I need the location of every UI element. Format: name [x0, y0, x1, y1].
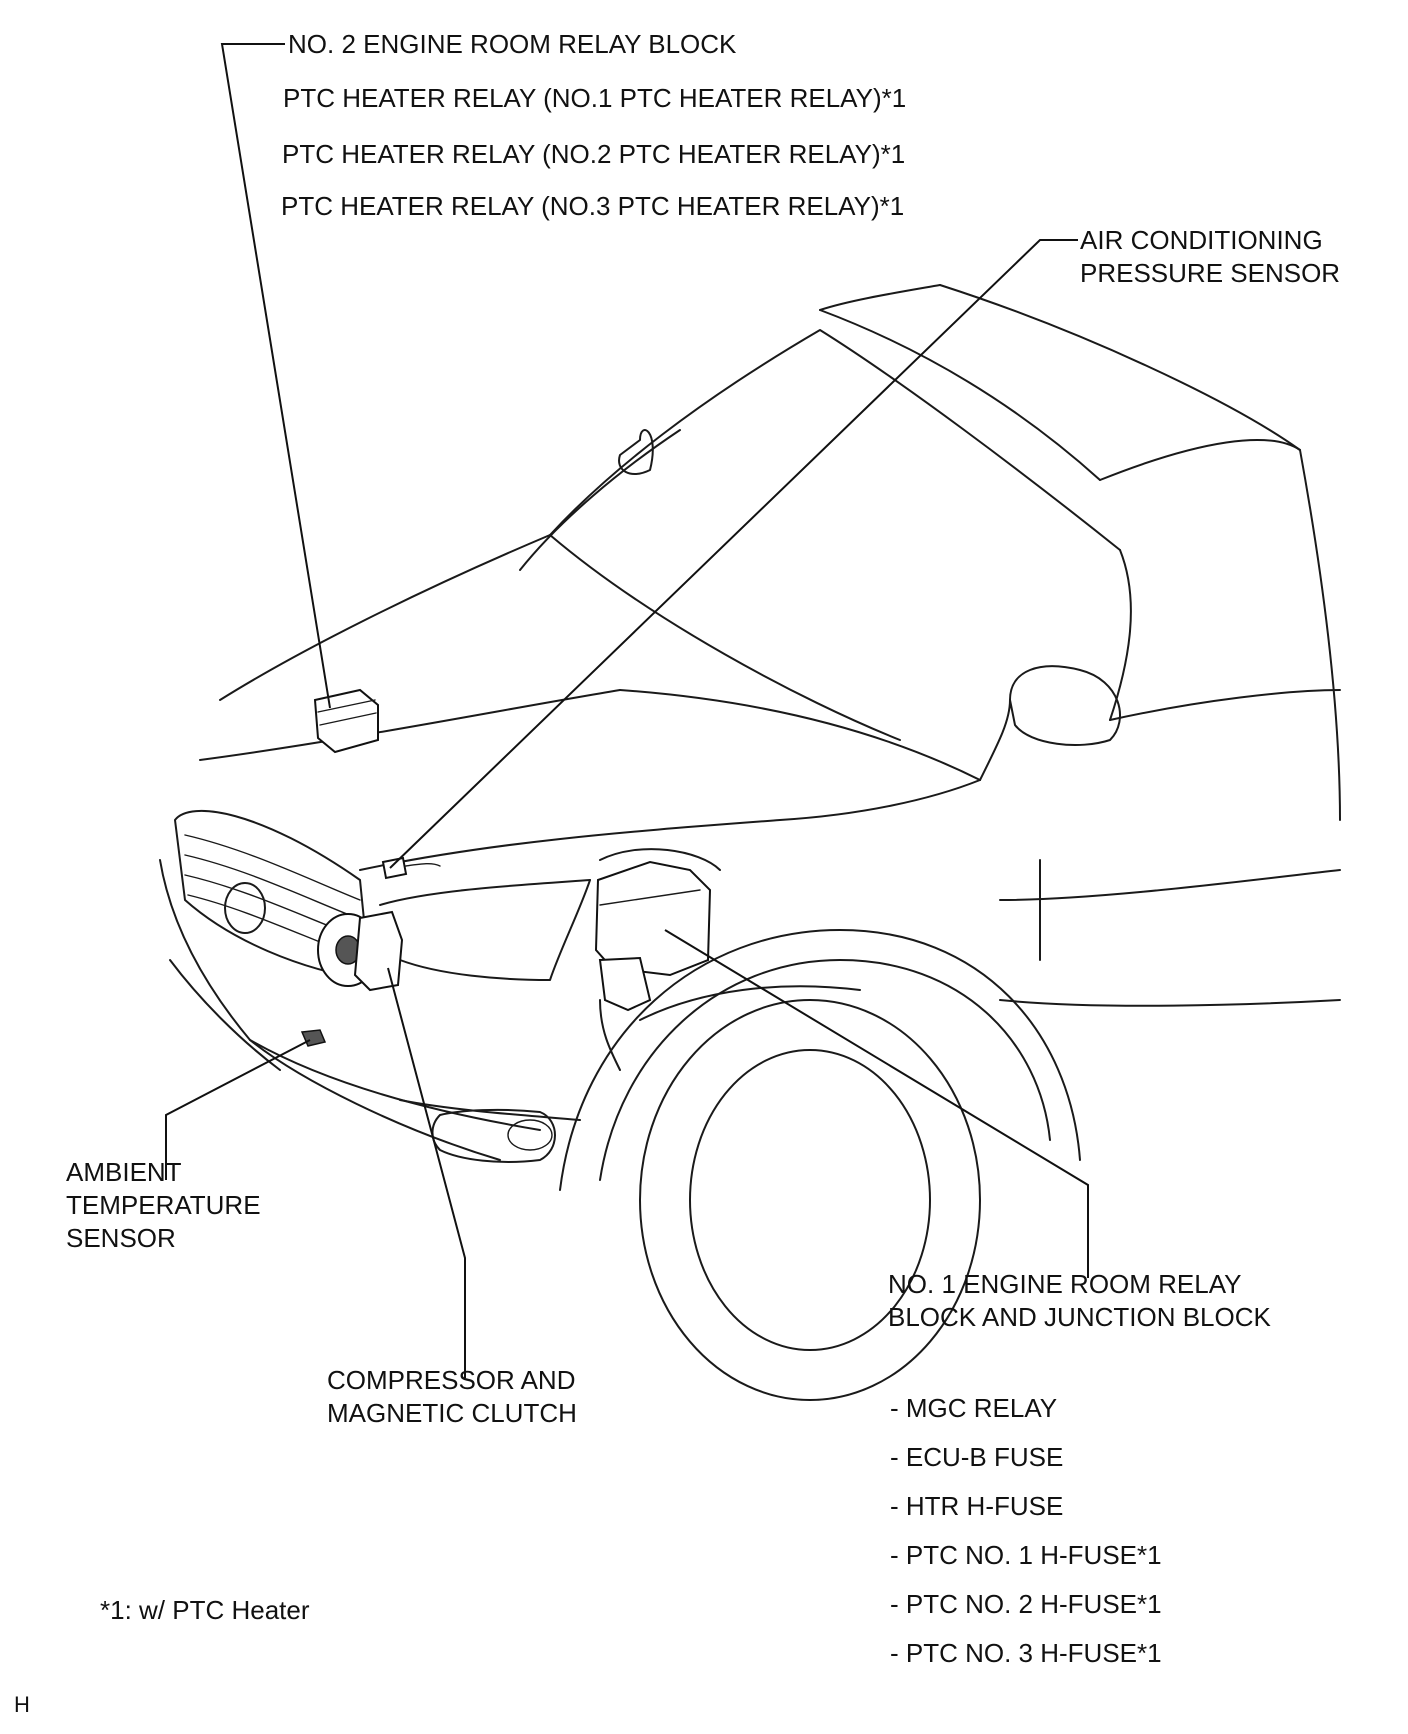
component-compressor [317, 910, 404, 992]
component-relay-block-2 [313, 688, 379, 754]
leader-lines [165, 43, 1089, 1378]
fuse-item: - MGC RELAY [890, 1393, 1058, 1423]
label-ambient-temperature-sensor: AMBIENT TEMPERATURE SENSOR [66, 1157, 261, 1253]
component-relay-block-1 [594, 860, 712, 1012]
fuse-item: - PTC NO. 2 H-FUSE*1 [890, 1589, 1162, 1619]
vehicle-outline [159, 284, 1341, 1401]
fuse-item: - HTR H-FUSE [890, 1491, 1064, 1521]
label-ptc-heater-relay-3: PTC HEATER RELAY (NO.3 PTC HEATER RELAY)… [281, 191, 905, 221]
label-ac-pressure-sensor: AIR CONDITIONING PRESSURE SENSOR [1080, 225, 1341, 288]
component-ambient-temp-sensor [300, 1029, 327, 1047]
fuse-list: - MGC RELAY - ECU-B FUSE - HTR H-FUSE - … [890, 1384, 1162, 1678]
component-ac-pressure-sensor [381, 856, 441, 880]
label-no2-engine-room-relay-block: NO. 2 ENGINE ROOM RELAY BLOCK [288, 29, 737, 59]
label-ptc-heater-relay-1: PTC HEATER RELAY (NO.1 PTC HEATER RELAY)… [283, 83, 907, 113]
label-compressor-magnetic-clutch: COMPRESSOR AND MAGNETIC CLUTCH [327, 1365, 577, 1428]
label-ptc-heater-relay-2: PTC HEATER RELAY (NO.2 PTC HEATER RELAY)… [282, 139, 906, 169]
label-no1-engine-room-relay-block: NO. 1 ENGINE ROOM RELAY BLOCK AND JUNCTI… [888, 1269, 1271, 1332]
fuse-item: - ECU-B FUSE [890, 1442, 1064, 1472]
footnote: *1: w/ PTC Heater [100, 1595, 310, 1625]
corner-mark: H [14, 1692, 30, 1717]
fuse-item: - PTC NO. 1 H-FUSE*1 [890, 1540, 1162, 1570]
fuse-item: - PTC NO. 3 H-FUSE*1 [890, 1638, 1162, 1668]
